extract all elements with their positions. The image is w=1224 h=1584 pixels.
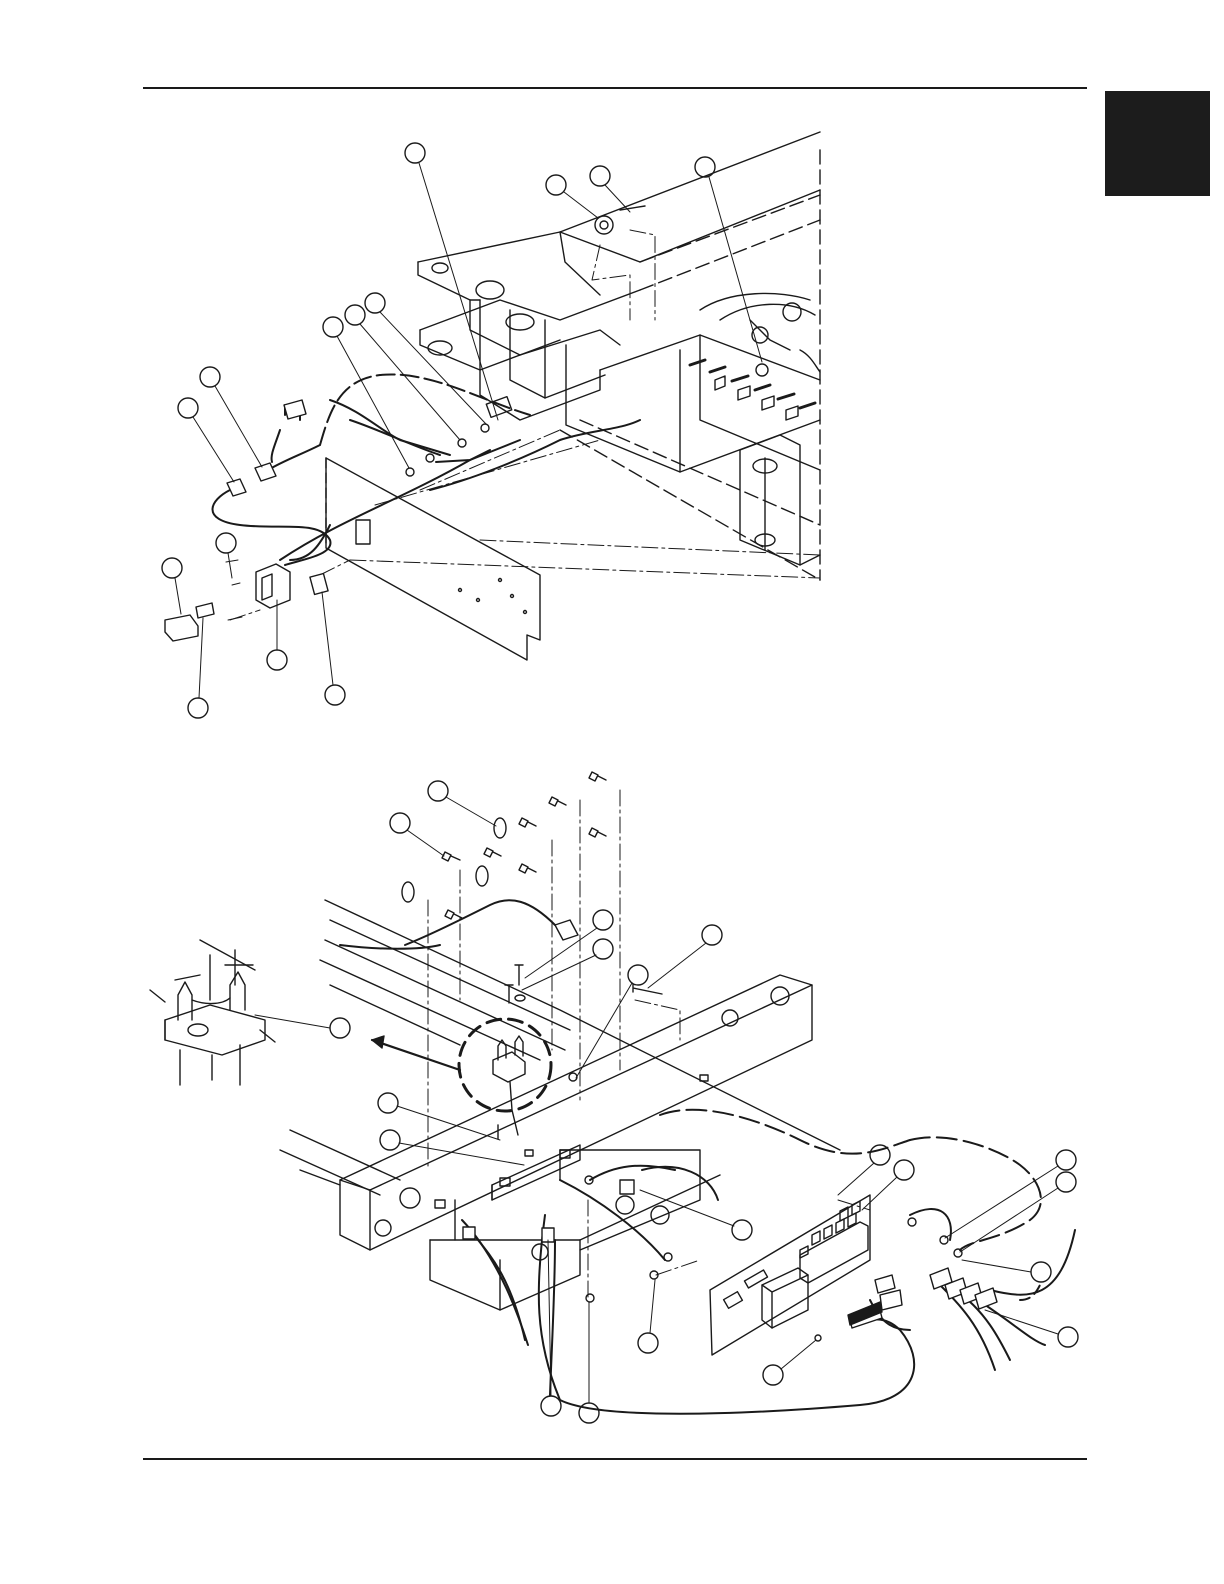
lower-callouts xyxy=(255,781,1078,1423)
circuit-board xyxy=(710,1195,882,1355)
lower-fasteners xyxy=(402,772,962,1341)
sensor-installed xyxy=(372,1019,551,1135)
lower-leaders xyxy=(428,790,870,1300)
sensor-detail xyxy=(150,940,275,1085)
lower-connectors xyxy=(463,920,997,1328)
lower-beam xyxy=(280,900,840,1310)
lower-bracket xyxy=(492,1145,580,1200)
lower-harness xyxy=(340,900,1075,1414)
